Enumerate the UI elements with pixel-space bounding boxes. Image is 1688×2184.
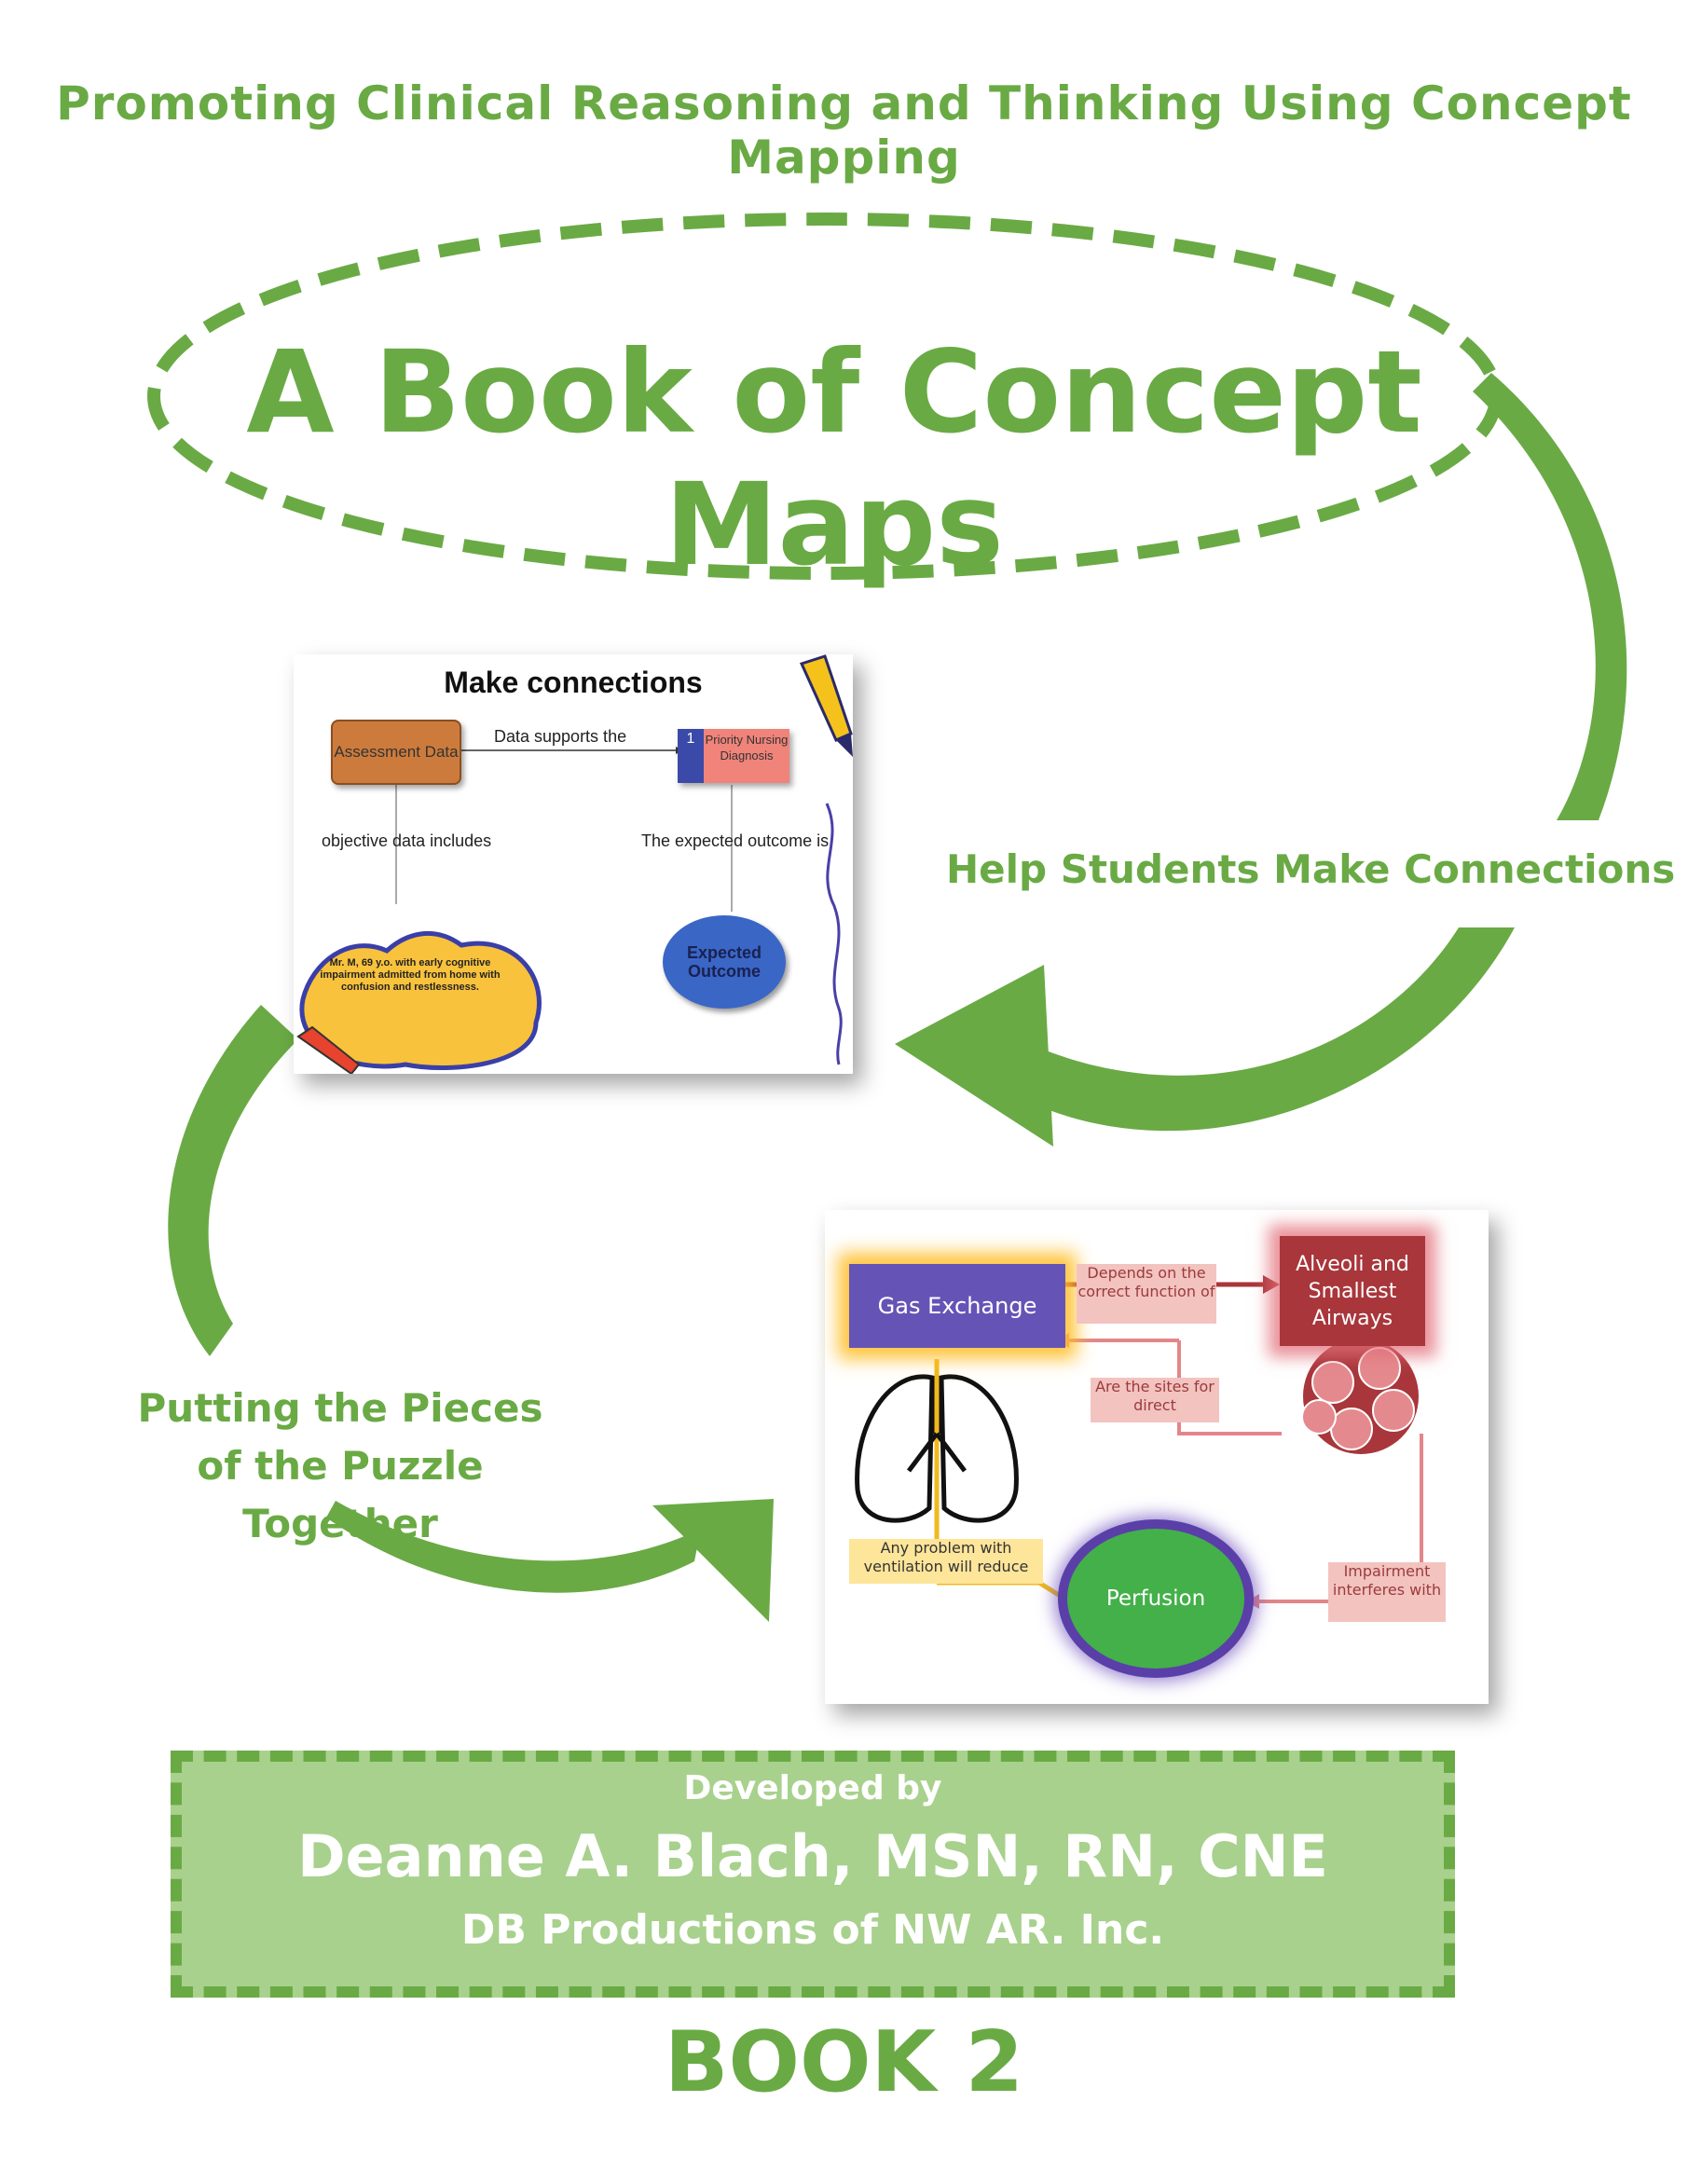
node-gas-exchange: Gas Exchange: [849, 1264, 1065, 1348]
lungs-icon: [855, 1374, 1019, 1523]
slide1-title: Make connections: [444, 666, 703, 699]
label-impairment: Impairment interferes with: [1328, 1562, 1446, 1622]
cycle-arrow-bottom: [326, 1501, 701, 1593]
node-perfusion: Perfusion: [1067, 1529, 1244, 1669]
slide1-connectors: [296, 654, 853, 1074]
label-depends-on: Depends on the correct function of: [1077, 1264, 1216, 1324]
case-description: Mr. M, 69 y.o. with early cognitive impa…: [320, 957, 501, 993]
small-crayon-icon: [296, 1025, 361, 1074]
developer-name: Deanne A. Blach, MSN, RN, CNE: [297, 1822, 1328, 1890]
book-number: BOOK 2: [664, 2013, 1024, 2111]
cycle-arrow-right-head: [895, 965, 1053, 1147]
developer-company: DB Productions of NW AR. Inc.: [460, 1906, 1165, 1954]
node-alveoli: Alveoli and Smallest Airways: [1280, 1236, 1425, 1346]
priority-label: Priority Nursing Diagnosis: [704, 729, 789, 783]
caption-help-students: Help Students Make Connections: [946, 846, 1676, 892]
link-expected-outcome: The expected outcome is: [641, 831, 830, 850]
squiggle-line: [825, 803, 843, 1065]
caption-puzzle-pieces: Putting the Pieces of the Puzzle Togethe…: [137, 1385, 543, 1546]
case-cloud: [299, 930, 542, 1071]
cycle-arrow-left: [168, 1005, 298, 1356]
cycle-arrow-right: [1473, 373, 1627, 820]
developer-box: [171, 1751, 1455, 1998]
tagline: Promoting Clinical Reasoning and Thinkin…: [56, 76, 1632, 185]
main-title: A Book of Concept Maps: [246, 326, 1422, 591]
cycle-arrow-right-curve: [1007, 927, 1515, 1132]
slide-gas-exchange-map: Gas Exchange Alveoli and Smallest Airway…: [825, 1210, 1489, 1704]
link-data-supports: Data supports the: [494, 727, 627, 746]
priority-number: 1: [678, 729, 704, 783]
node-assessment-data: Assessment Data: [331, 720, 461, 785]
cycle-arrow-bottom-head: [652, 1499, 774, 1622]
node-expected-outcome: Expected Outcome: [663, 915, 786, 1009]
crayon-icon: [799, 654, 853, 757]
link-objective-data: objective data includes: [322, 831, 492, 850]
slide-make-connections: Make connections Assessment Data Data su…: [294, 654, 853, 1074]
label-sites-for: Are the sites for direct: [1091, 1378, 1219, 1422]
label-any-problem: Any problem with ventilation will reduce: [849, 1539, 1043, 1584]
node-priority-diagnosis: 1 Priority Nursing Diagnosis: [678, 729, 789, 783]
alveoli-cluster-icon: [1301, 1339, 1419, 1454]
developed-by: Developed by: [683, 1769, 942, 1807]
